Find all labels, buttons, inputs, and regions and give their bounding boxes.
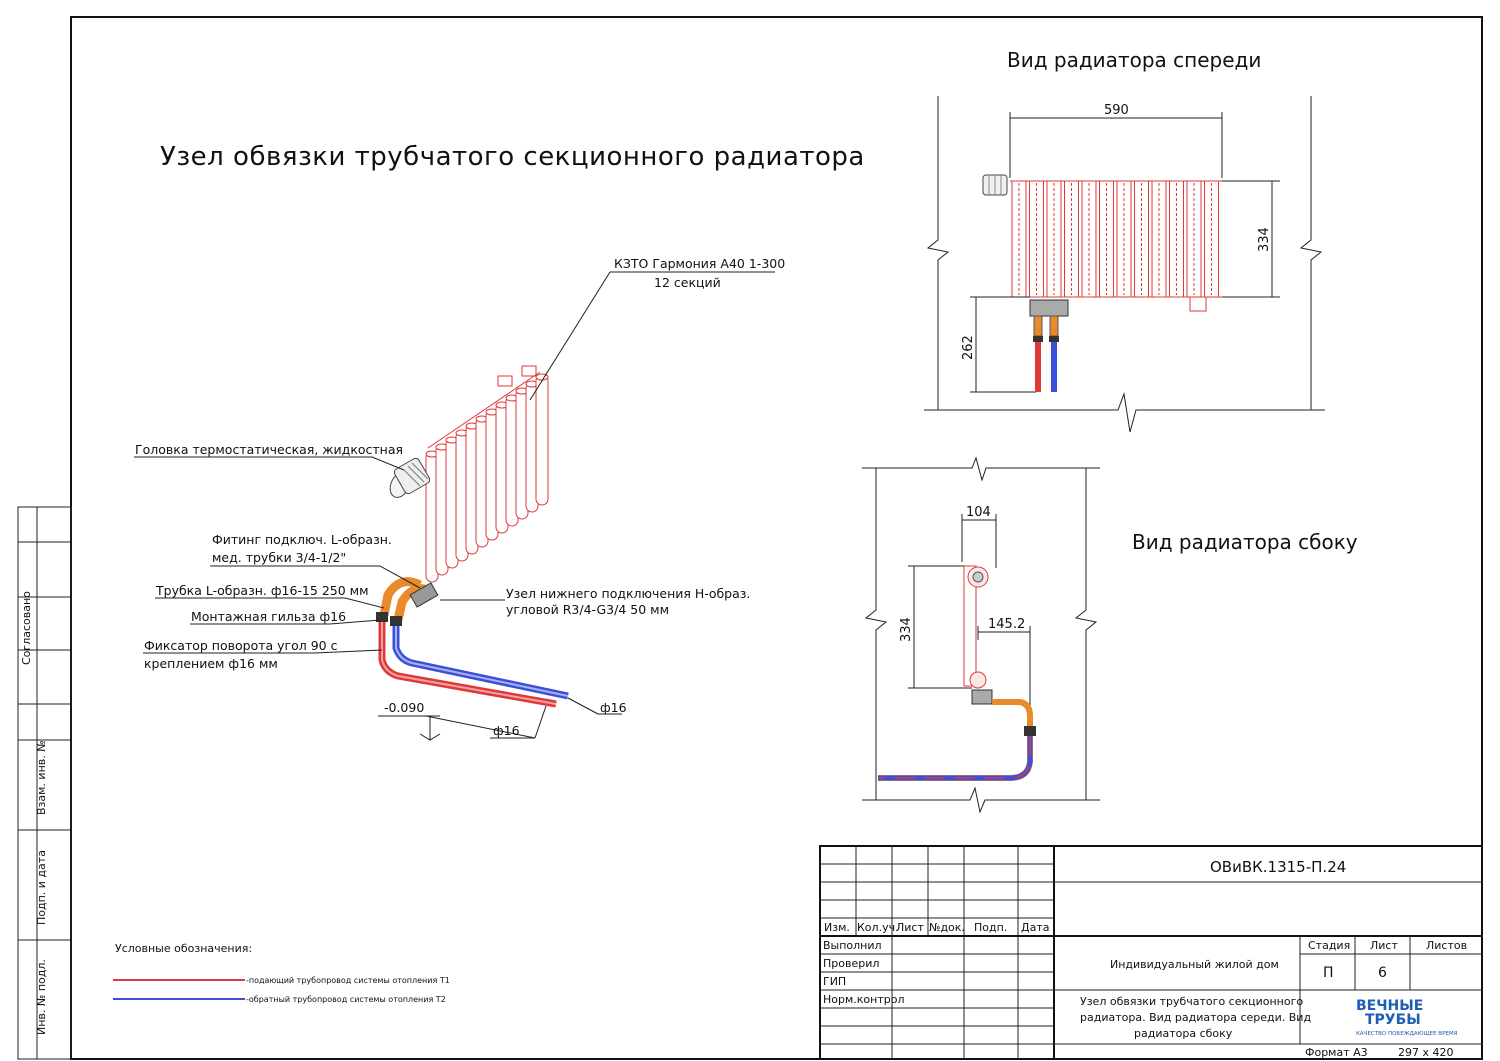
stamp-role: Проверил (823, 957, 879, 970)
side-view-title: Вид радиатора сбоку (1132, 530, 1358, 554)
stamp-description-line3: радиатора сбоку (1134, 1027, 1233, 1040)
stamp-header: Дата (1021, 921, 1049, 934)
stamp-header: Подп. (974, 921, 1007, 934)
stamp-sheet-label: Лист (1370, 939, 1398, 952)
front-view-title: Вид радиатора спереди (1007, 48, 1261, 72)
sidebar-agreed: Согласовано (20, 591, 33, 665)
callout-level: -0.090 (384, 700, 424, 715)
iso-section (485, 408, 499, 541)
iso-section (535, 373, 549, 506)
legend-return-text: -обратный трубопровод системы отопления … (246, 995, 446, 1004)
thermostatic-head-icon (389, 457, 431, 498)
callout-pipe-d1: ф16 (600, 700, 627, 715)
callout-fixator-line1: Фиксатор поворота угол 90 с (144, 638, 338, 653)
front-section (1116, 180, 1132, 298)
front-dim-height: 334 (1257, 227, 1272, 252)
stamp-project: Индивидуальный жилой дом (1110, 958, 1279, 971)
stamp-role: Норм.контрол (823, 993, 905, 1006)
front-section (1081, 180, 1097, 298)
stamp-format: Формат А3 (1305, 1046, 1368, 1059)
legend-title: Условные обозначения: (115, 942, 252, 955)
stamp-header: №док. (929, 921, 965, 934)
stamp-header: Кол.уч. (857, 921, 899, 934)
stamp-header: Изм. (824, 921, 850, 934)
sidebar-sign-date: Подп. и дата (35, 850, 48, 925)
isometric-radiator (425, 365, 549, 583)
front-section (1011, 180, 1027, 298)
front-section (1099, 180, 1114, 298)
sidebar-inv-replace: Взам. инв. № (35, 740, 48, 815)
stamp-format-size: 297 х 420 (1398, 1046, 1454, 1059)
main-title: Узел обвязки трубчатого секционного ради… (160, 142, 865, 172)
front-section (1186, 180, 1202, 298)
callout-fixator-line2: креплением ф16 мм (144, 656, 278, 671)
stamp-code: ОВиВК.1315-П.24 (1210, 858, 1346, 876)
stamp-role: ГИП (823, 975, 846, 988)
iso-section (465, 422, 479, 555)
left-sidebar-stamp: Согласовано Взам. инв. № Подп. и дата Ин… (17, 506, 72, 1060)
front-section (1151, 180, 1167, 298)
side-view-drawing: 104 334 145.2 (862, 456, 1100, 814)
logo-tagline: КАЧЕСТВО ПОБЕЖДАЮЩЕЕ ВРЕМЯ (1356, 1031, 1458, 1037)
stamp-header: Лист (896, 921, 924, 934)
stamp-role: Выполнил (823, 939, 882, 952)
stamp-sheet: 6 (1378, 965, 1387, 981)
company-logo: ВЕЧНЫЕ ТРУБЫ КАЧЕСТВО ПОБЕЖДАЮЩЕЕ ВРЕМЯ (1356, 998, 1458, 1037)
callout-thermo-head: Головка термостатическая, жидкостная (135, 442, 403, 457)
legend: Условные обозначения: -подающий трубопро… (113, 942, 450, 1004)
front-section (1134, 180, 1149, 298)
front-dim-connection: 262 (961, 335, 976, 360)
front-section (1029, 180, 1044, 298)
callout-sleeve: Монтажная гильза ф16 (191, 609, 346, 624)
logo-line2: ТРУБЫ (1365, 1012, 1421, 1028)
stamp-stage: П (1323, 965, 1334, 981)
front-section (1046, 180, 1062, 298)
front-section (1169, 180, 1184, 298)
side-dim-depth: 104 (966, 505, 991, 520)
side-dim-offset: 145.2 (988, 617, 1025, 632)
front-section (1064, 180, 1079, 298)
callout-fitting-line1: Фитинг подключ. L-образн. (212, 532, 392, 547)
callout-bottom-unit-line1: Узел нижнего подключения Н-образ. (506, 586, 750, 601)
isometric-callouts: КЗТО Гармония А40 1-300 12 секций Головк… (134, 256, 785, 741)
iso-section (505, 394, 519, 527)
sidebar-inv-orig: Инв. № подл. (35, 959, 48, 1035)
isometric-pipes (376, 577, 569, 708)
stamp-description-line2: радиатора. Вид радиатора середи. Вид (1080, 1011, 1311, 1024)
callout-bottom-unit-line2: угловой R3/4-G3/4 50 мм (506, 602, 669, 617)
callout-fitting-line2: мед. трубки 3/4-1/2" (212, 550, 346, 565)
side-dim-height: 334 (899, 617, 914, 642)
logo-line1: ВЕЧНЫЕ (1356, 998, 1423, 1014)
callout-radiator-model: КЗТО Гармония А40 1-300 (614, 256, 785, 271)
stamp-sheets-label: Листов (1426, 939, 1467, 952)
front-section (1204, 180, 1219, 298)
front-view-drawing: 590 334 262 (924, 96, 1325, 433)
stamp-description-line1: Узел обвязки трубчатого секционного (1080, 995, 1303, 1008)
front-dim-width: 590 (1104, 103, 1129, 118)
callout-l-tube: Трубка L-образн. ф16-15 250 мм (155, 583, 369, 598)
callout-radiator-sections: 12 секций (654, 275, 721, 290)
legend-supply-text: -подающий трубопровод системы отопления … (246, 976, 450, 985)
callout-pipe-d2: ф16 (493, 723, 520, 738)
stamp-stage-label: Стадия (1308, 939, 1350, 952)
